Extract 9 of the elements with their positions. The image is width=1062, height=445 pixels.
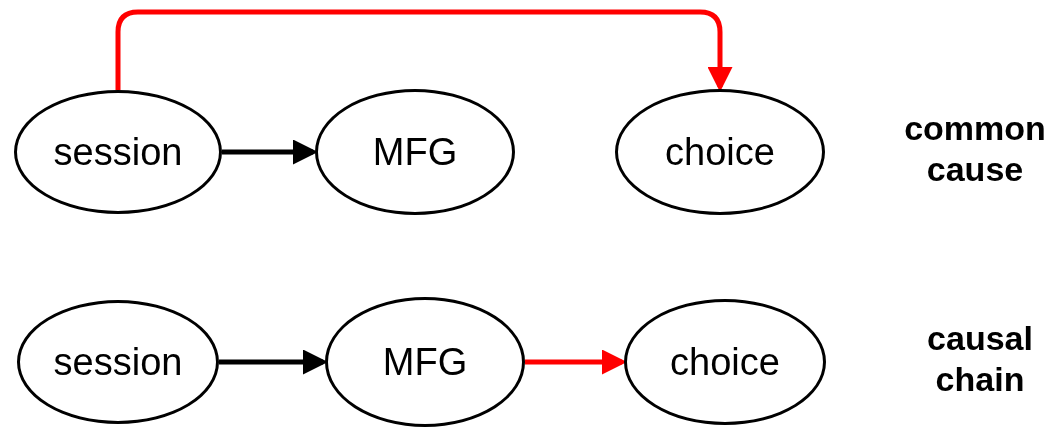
node-label: MFG bbox=[382, 340, 468, 384]
row-label: common cause bbox=[903, 108, 1047, 190]
node-label: choice bbox=[670, 340, 780, 384]
node-label: choice bbox=[665, 130, 775, 174]
node-label: session bbox=[53, 130, 183, 174]
node-label: session bbox=[53, 340, 183, 384]
row-label: causal chain bbox=[926, 318, 1034, 400]
arrow bbox=[115, 9, 733, 92]
node-label: MFG bbox=[372, 130, 458, 174]
